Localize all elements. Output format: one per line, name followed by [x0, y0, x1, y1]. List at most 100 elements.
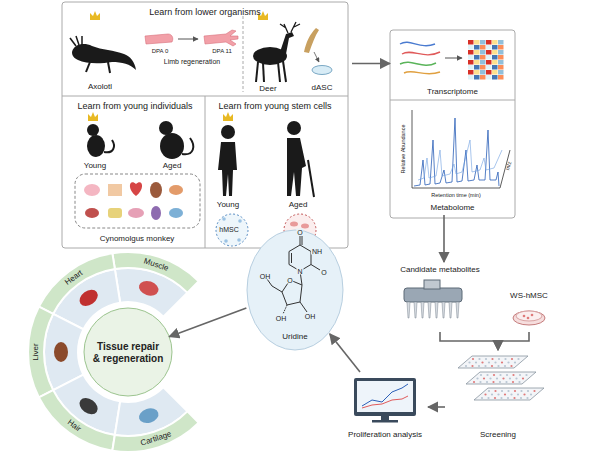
flow-arrow — [440, 332, 498, 350]
heatmap-figure-part — [486, 75, 492, 80]
deer-figure-part — [263, 63, 264, 82]
plate-figure-part — [498, 358, 500, 360]
process-box: WS-hMSC — [495, 288, 563, 332]
heatmap-figure-part — [498, 50, 504, 55]
text-box: Tissue repair & regeneration — [84, 341, 172, 364]
plate-figure-part — [481, 361, 483, 363]
plate-figure-part — [483, 377, 485, 379]
plate-figure-part — [458, 356, 528, 368]
process-box: Learn from young stem cellshMSC — [202, 98, 348, 246]
text-label: Axolotl — [88, 83, 112, 91]
plate-figure-part — [491, 393, 493, 395]
text-box: Uridine — [244, 332, 346, 341]
node-text: Tissue repair & regeneration — [92, 341, 164, 364]
plate-figure-part — [511, 358, 513, 360]
plate-figure-part — [513, 397, 515, 399]
transcriptome-figure-part — [445, 58, 462, 59]
heatmap-figure-part — [492, 50, 498, 55]
heatmap-figure-part — [474, 70, 480, 75]
uridine-oval-part-part — [300, 236, 301, 245]
monitor-figure — [354, 378, 416, 423]
text-label: Cynomolgus monkey — [100, 235, 175, 243]
heatmap-figure-part — [474, 50, 480, 55]
crown-icon-part — [88, 112, 98, 121]
text-box: Candidate metabolites — [382, 265, 498, 274]
plate-figure-part — [506, 374, 508, 376]
hub-circle: Tissue repair & regeneration — [84, 308, 172, 396]
plate-figure-part — [487, 397, 489, 399]
text-label: Young — [217, 201, 239, 209]
pipette-figure-part-part — [449, 302, 452, 318]
plate-figure-part — [491, 358, 493, 360]
pipette-figure-part-part — [435, 302, 438, 318]
axolotl-figure-part — [86, 62, 90, 72]
text-label: Aged — [163, 162, 182, 170]
plate-figure-part — [504, 393, 506, 395]
plate-figure-part — [493, 374, 495, 376]
plate-figure-part — [509, 377, 511, 379]
uridine-oval-part-part — [267, 279, 272, 286]
heatmap-figure-part — [474, 45, 480, 50]
text-label: Deer — [259, 85, 276, 93]
text-box: Metabolome — [390, 203, 515, 212]
dish-figure-part — [523, 315, 526, 318]
human-figure-part — [308, 160, 314, 197]
plate-figure-part — [507, 361, 509, 363]
plate-figure — [458, 356, 544, 400]
process-box: Learn from young individuals — [62, 98, 208, 246]
heatmap-figure-part — [480, 40, 486, 45]
tissue-fan-part — [84, 308, 172, 396]
heatmap-figure-part — [468, 65, 474, 70]
monkey-figure-part — [159, 121, 173, 135]
pipette-figure-part-part — [428, 302, 431, 318]
heatmap-figure-part — [498, 45, 504, 50]
text-label: m/z — [505, 161, 513, 171]
plate-figure-part — [500, 397, 502, 399]
heatmap-figure-part — [498, 60, 504, 65]
plate-figure-part — [486, 381, 488, 383]
flow-arrow — [498, 332, 529, 350]
plate-figure-part — [486, 374, 488, 376]
transcriptome-figure-part — [400, 42, 435, 45]
uridine-oval-part-part — [282, 280, 302, 305]
organ-panel-part — [150, 182, 162, 198]
heatmap-figure-part — [486, 40, 492, 45]
plate-figure-part — [517, 358, 519, 360]
organ-panel-part — [84, 184, 100, 196]
plate-figure-part — [494, 390, 496, 392]
heatmap-figure-part — [498, 40, 504, 45]
plate-figure-part — [465, 365, 467, 367]
pipette-figure-part-part — [421, 302, 424, 318]
deer-figure-part — [280, 22, 300, 33]
plate-figure-part — [478, 365, 480, 367]
plate-figure-part — [473, 381, 475, 383]
process-box: Screening — [445, 350, 551, 442]
node-text: Learn from young stem cells — [202, 101, 348, 111]
human-figure-part — [218, 142, 237, 196]
heatmap-figure-part — [486, 50, 492, 55]
heatmap-figure-part — [474, 40, 480, 45]
limb-figure-part — [145, 34, 173, 44]
heatmap-figure-part — [492, 45, 498, 50]
heatmap-figure-part — [486, 45, 492, 50]
monkey-figure-part — [87, 124, 99, 136]
text-box: WS-hMSC — [495, 291, 563, 300]
plate-figure-part — [494, 397, 496, 399]
text-label: Aged — [289, 201, 308, 209]
node-text: WS-hMSC — [495, 291, 563, 300]
text-box: Transcriptome — [390, 87, 515, 96]
tissue-fan-part — [54, 342, 68, 362]
plate-figure-part — [494, 361, 496, 363]
deer-figure-part — [280, 32, 294, 54]
heatmap-figure-part — [492, 55, 498, 60]
flow-arrow — [443, 215, 445, 262]
deer-figure-part — [283, 61, 286, 82]
crown-icon-part — [223, 112, 233, 121]
deer-figure — [253, 22, 300, 82]
tissue-fan-part — [76, 286, 100, 309]
plate-figure-part — [466, 372, 536, 384]
heatmap-figure-part — [492, 70, 498, 75]
transcriptome-figure-part — [404, 72, 440, 74]
